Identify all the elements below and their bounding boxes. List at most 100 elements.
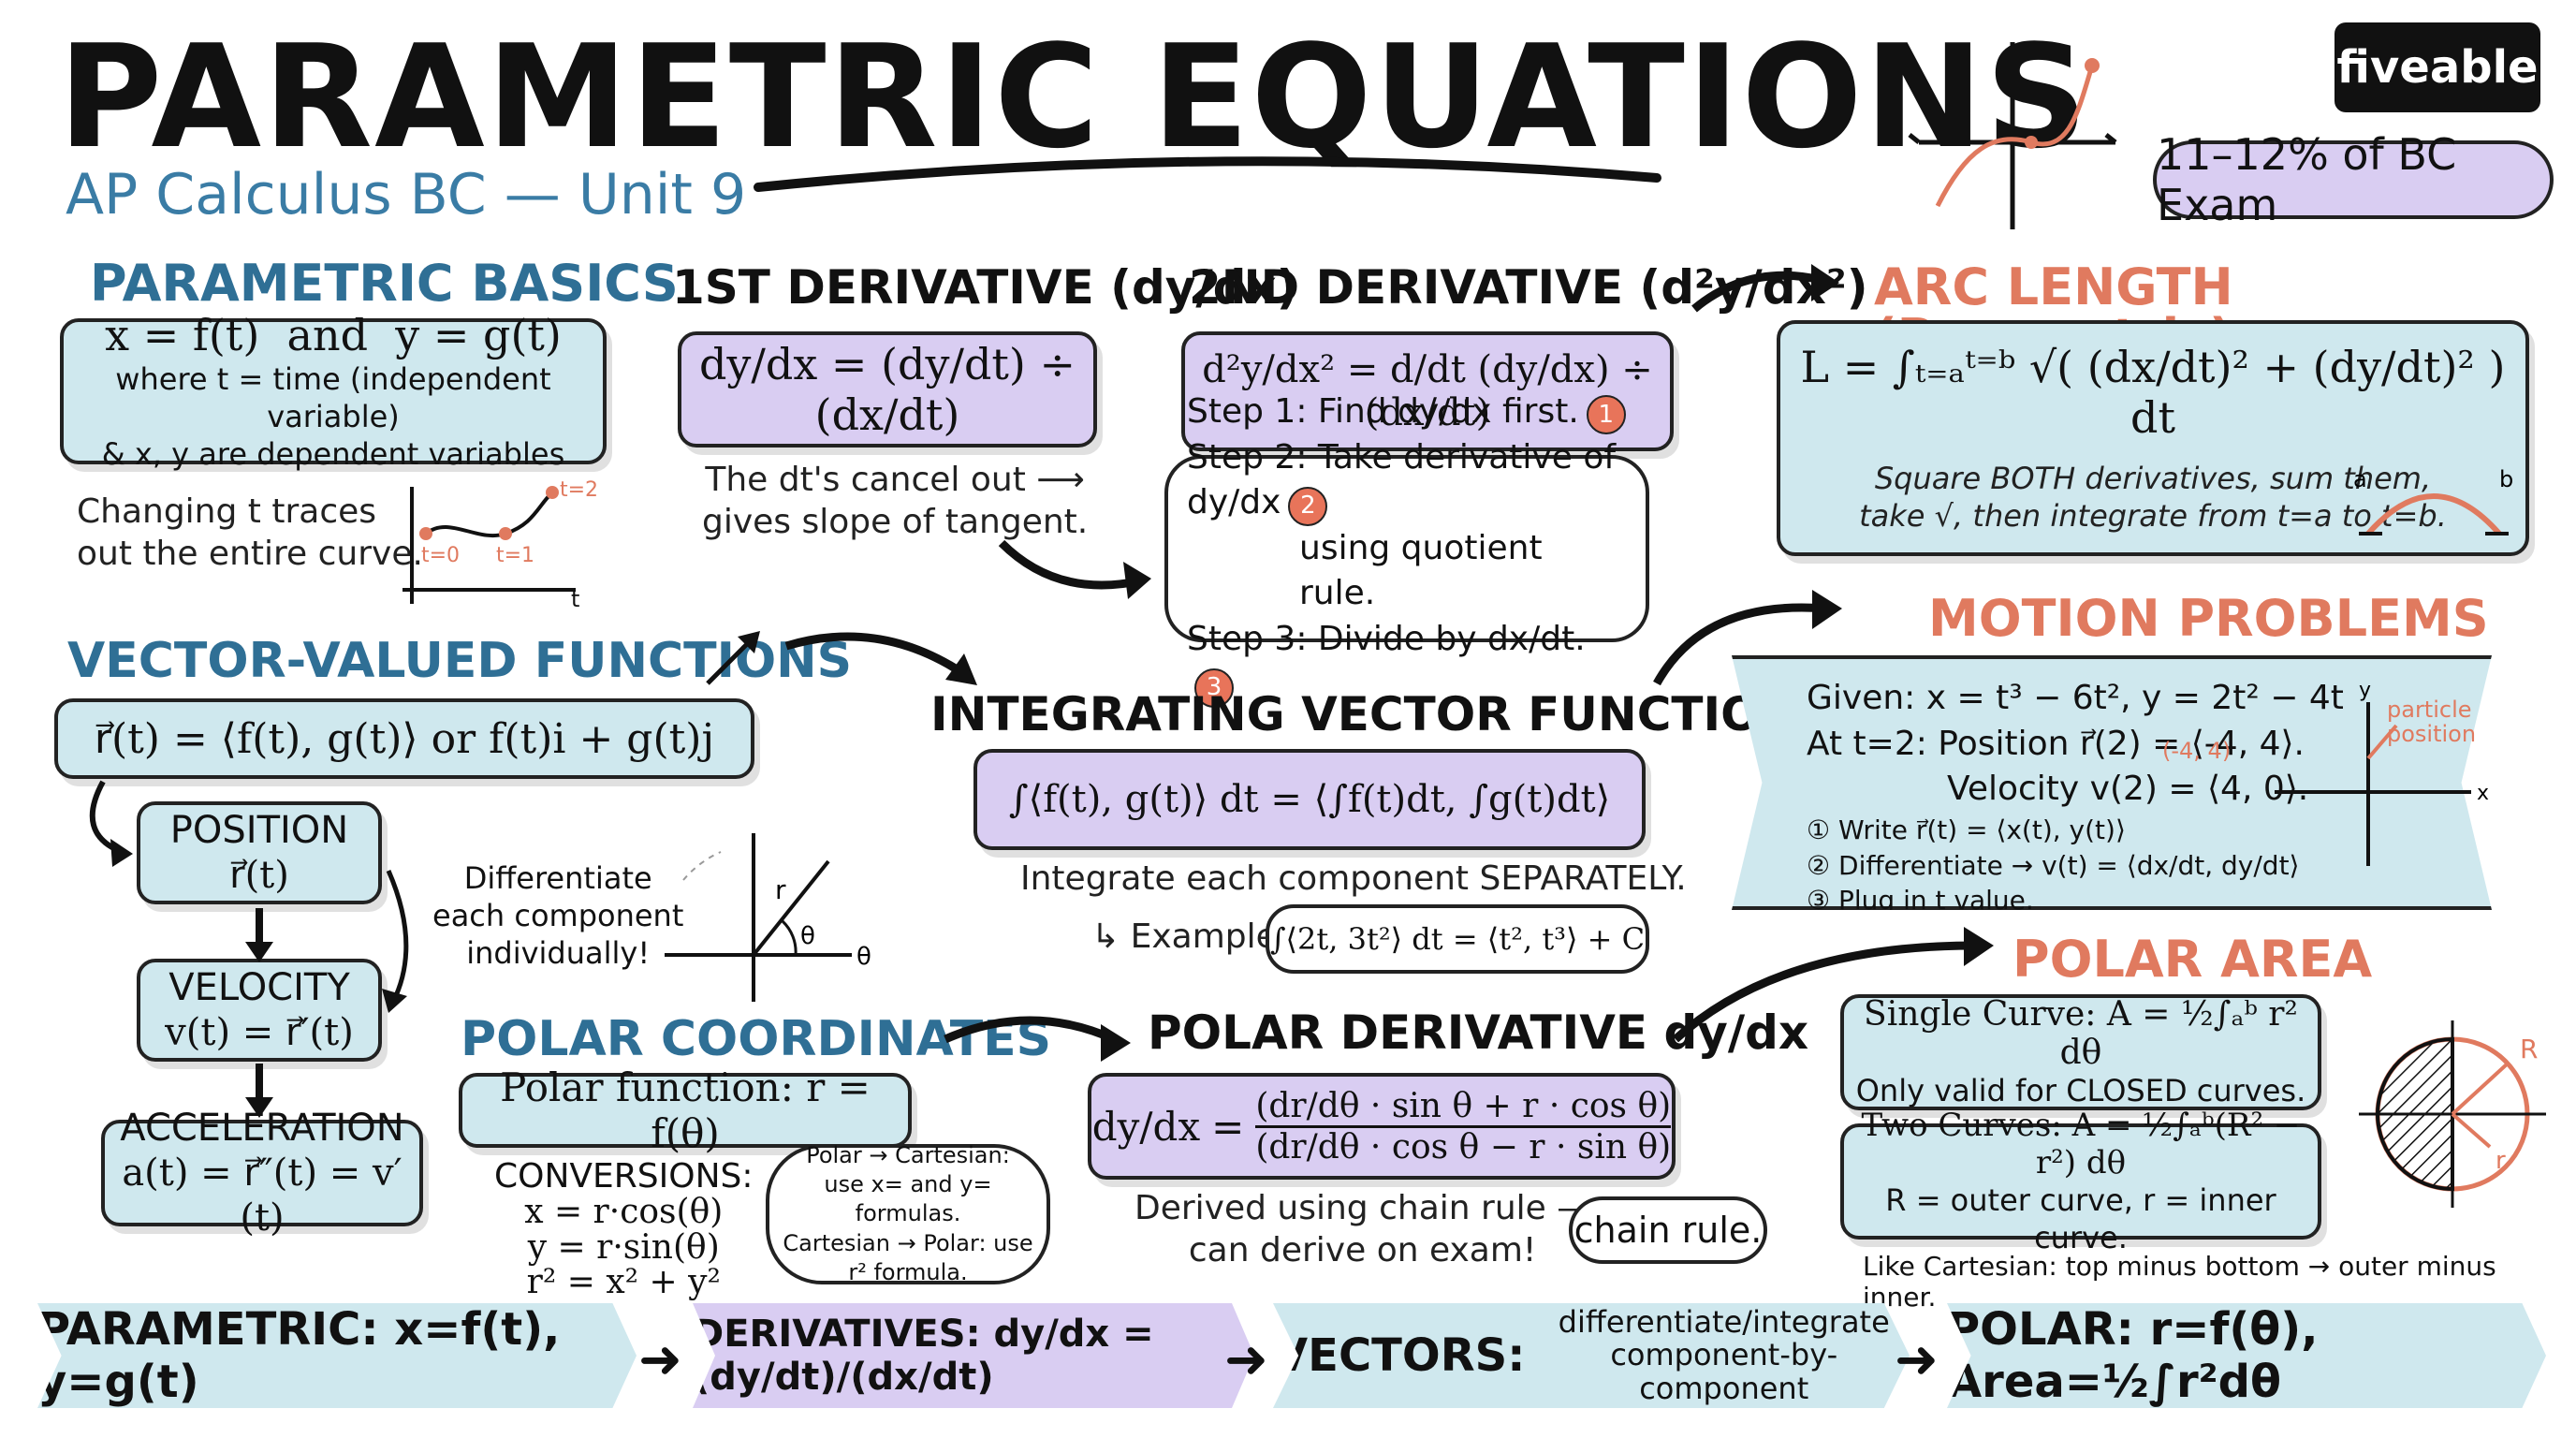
arc-label-a: a bbox=[2353, 466, 2367, 492]
polar-derivative-note: Derived using chain rule — can derive on… bbox=[1134, 1187, 1590, 1271]
step-2-text: Step 2: Take derivative of dy/dx bbox=[1187, 437, 1617, 522]
first-derivative-note: The dt's cancel out ⟶ gives slope of tan… bbox=[702, 459, 1088, 543]
acceleration-title: ACCELERATION bbox=[120, 1107, 404, 1150]
particle-point-label: (-4, 4) bbox=[2162, 738, 2231, 764]
polar-derivative-fraction: (dr/dθ · sin θ + r · cos θ) (dr/dθ · cos… bbox=[1255, 1087, 1672, 1167]
page-subtitle: AP Calculus BC — Unit 9 bbox=[66, 162, 747, 227]
summary-vectors-line1: differentiate/integrate bbox=[1558, 1304, 1890, 1341]
fiveable-logo: fiveable bbox=[2334, 22, 2540, 112]
motion-banner: Given: x = t³ − 6t², y = 2t² − 4t At t=2… bbox=[1732, 655, 2492, 910]
basics-box: x = f(t) and y = g(t) where t = time (in… bbox=[60, 310, 607, 472]
particle-label1: particle bbox=[2387, 697, 2472, 723]
acceleration-box: ACCELERATION a(t) = r⃗″(t) = v′(t) bbox=[101, 1107, 423, 1240]
basics-note-line1: Changing t traces bbox=[77, 492, 377, 531]
polar-conversion-bubble: Polar → Cartesian: use x= and y= formula… bbox=[766, 1142, 1050, 1285]
arrow-to-polar-area bbox=[1672, 927, 1994, 1043]
motion-x-axis: x bbox=[2477, 782, 2489, 805]
two-curves-box: Two Curves: A = ½∫ₐᵇ(R² − r²) dθ R = out… bbox=[1840, 1107, 2321, 1255]
step-3: Step 3: Divide by dx/dt.3 bbox=[1187, 617, 1627, 709]
exam-weight-badge: 11–12% of BC Exam bbox=[2153, 129, 2554, 230]
step-1: Step 1: Find dy/dx first.1 bbox=[1187, 389, 1627, 435]
arrow-to-arc-length bbox=[1691, 264, 1839, 313]
arc-length-box: L = ∫ₜ₌ₐᵗ⁼ᵇ √( (dx/dt)² + (dy/dt)² ) dt … bbox=[1777, 320, 2529, 556]
polar-derivative-denominator: (dr/dθ · cos θ − r · sin θ) bbox=[1255, 1127, 1672, 1167]
arrow-to-steps bbox=[998, 539, 1151, 599]
conversion-y: y = r·sin(θ) bbox=[527, 1227, 720, 1267]
motion-given: Given: x = t³ − 6t², y = 2t² − 4t bbox=[1807, 679, 2344, 717]
single-curve-formula: Single Curve: A = ½∫ₐᵇ r² dθ bbox=[1864, 995, 2298, 1072]
summary-polar: POLAR: r=f(θ), Area=½∫r²dθ bbox=[1947, 1303, 2546, 1408]
step-1-text: Step 1: Find dy/dx first. bbox=[1187, 391, 1579, 431]
summary-vectors-detail: differentiate/integrate component-by-com… bbox=[1538, 1306, 1910, 1405]
arrow-to-polar-derivative bbox=[944, 1016, 1131, 1062]
first-derivative-heading: 1ST DERIVATIVE (dy/dx) bbox=[672, 260, 1298, 315]
particle-label2: position bbox=[2387, 721, 2476, 747]
bubble-line4: r² formula. bbox=[848, 1258, 968, 1285]
first-derivative-note-line1: The dt's cancel out ⟶ bbox=[705, 461, 1085, 499]
first-derivative-box: dy/dx = (dy/dt) ÷ (dx/dt) bbox=[678, 331, 1097, 448]
position-formula: r⃗(t) bbox=[229, 854, 289, 897]
bubble-line2: use x= and y= formulas. bbox=[824, 1171, 992, 1227]
differentiate-line2: each component bbox=[432, 898, 684, 933]
conversion-r: r² = x² + y² bbox=[526, 1263, 721, 1302]
summary-parametric: PARAMETRIC: x=f(t), y=g(t) bbox=[37, 1303, 637, 1408]
polar-derivative-note2: can derive on exam! bbox=[1188, 1231, 1537, 1269]
integrating-box: ∫⟨f(t), g(t)⟩ dt = ⟨∫f(t)dt, ∫g(t)dt⟩ bbox=[973, 749, 1646, 850]
motion-velocity: Velocity v(2) = ⟨4, 0⟩. bbox=[1947, 770, 2309, 809]
graph-label-t2: t=2 bbox=[560, 478, 598, 502]
bubble-line1: Polar → Cartesian: bbox=[806, 1142, 1010, 1169]
first-derivative-note-line2: gives slope of tangent. bbox=[702, 503, 1089, 541]
velocity-box: VELOCITY v(t) = r⃗′(t) bbox=[137, 959, 382, 1062]
polar-function: Polar function: r = f(θ) bbox=[500, 1064, 871, 1156]
polar-area-diagram: R r bbox=[2359, 1020, 2546, 1208]
page-title: PARAMETRIC EQUATIONS bbox=[58, 14, 2090, 180]
acceleration-formula: a(t) = r⃗″(t) = v′(t) bbox=[122, 1152, 402, 1240]
second-derivative-heading: 2ND DERIVATIVE (d²y/dx²) bbox=[1189, 260, 1868, 315]
motion-step2: ② Differentiate → v(t) = ⟨dx/dt, dy/dt⟩ bbox=[1807, 849, 2300, 881]
polar-area-heading: POLAR AREA bbox=[2012, 930, 2373, 989]
polar-angle-diagram: r θ θ bbox=[665, 833, 871, 1002]
arc-label-b: b bbox=[2499, 466, 2513, 492]
basics-note: Changing t traces out the entire curve. bbox=[77, 491, 423, 575]
step-2-number: 2 bbox=[1288, 486, 1328, 526]
position-box: POSITION r⃗(t) bbox=[137, 801, 382, 904]
polar-area-note: Like Cartesian: top minus bottom → outer… bbox=[1863, 1251, 2496, 1313]
vector-formula-box: r⃗(t) = ⟨f(t), g(t)⟩ or f(t)i + g(t)j bbox=[54, 698, 754, 779]
polar-conversions: CONVERSIONS: x = r·cos(θ) y = r·sin(θ) r… bbox=[494, 1159, 754, 1300]
integrating-note: Integrate each component SEPARATELY. bbox=[1020, 859, 1687, 898]
integrating-formula: ∫⟨f(t), g(t)⟩ dt = ⟨∫f(t)dt, ∫g(t)dt⟩ bbox=[1008, 778, 1611, 821]
arc-length-formula: L = ∫ₜ₌ₐᵗ⁼ᵇ √( (dx/dt)² + (dy/dt)² ) dt bbox=[1800, 342, 2506, 443]
motion-step3: ③ Plug in t value. bbox=[1807, 885, 2034, 917]
polar-area-r: r bbox=[2496, 1147, 2506, 1175]
bubble-line3: Cartesian → Polar: use bbox=[783, 1229, 1033, 1256]
polar-derivative-box: dy/dx = (dr/dθ · sin θ + r · cos θ) (dr/… bbox=[1088, 1073, 1676, 1180]
summary-vectors: VECTORS: differentiate/integrate compone… bbox=[1273, 1303, 1910, 1408]
chain-rule-bubble: chain rule. bbox=[1569, 1196, 1767, 1264]
velocity-title: VELOCITY bbox=[168, 966, 350, 1009]
single-curve-note: Only valid for CLOSED curves. bbox=[1855, 1073, 2306, 1108]
summary-derivatives: DERIVATIVES: dy/dx = (dy/dt)/(dx/dt) bbox=[693, 1303, 1254, 1408]
basics-line1: where t = time (independent variable) bbox=[115, 361, 551, 434]
second-derivative-steps-bubble: Step 1: Find dy/dx first.1 Step 2: Take … bbox=[1164, 392, 1649, 709]
basics-note-line2: out the entire curve. bbox=[77, 535, 423, 573]
polar-derivative-lhs: dy/dx bbox=[1091, 1103, 1201, 1150]
polar-theta-label: θ bbox=[800, 922, 815, 950]
polar-derivative-note1: Derived using chain rule — bbox=[1134, 1189, 1591, 1227]
summary-arrow-1: ➜ bbox=[638, 1329, 682, 1390]
graph-label-t1: t=1 bbox=[496, 544, 534, 567]
polar-r-label: r bbox=[775, 874, 786, 905]
step-1-number: 1 bbox=[1586, 395, 1626, 435]
differentiate-line3: individually! bbox=[466, 935, 651, 971]
single-curve-box: Single Curve: A = ½∫ₐᵇ r² dθ Only valid … bbox=[1840, 994, 2321, 1110]
title-underline bbox=[754, 156, 1661, 192]
summary-arrow-3: ➜ bbox=[1895, 1329, 1939, 1390]
polar-area-R: R bbox=[2520, 1034, 2538, 1064]
motion-at: At t=2: Position r⃗(2) = ⟨-4, 4⟩. bbox=[1807, 724, 2305, 763]
motion-y-axis: y bbox=[2359, 679, 2371, 702]
step-3-text: Step 3: Divide by dx/dt. bbox=[1187, 619, 1586, 658]
polar-derivative-numerator: (dr/dθ · sin θ + r · cos θ) bbox=[1255, 1087, 1672, 1128]
summary-vectors-line2: component-by-component bbox=[1610, 1337, 1838, 1406]
graph-label-t-axis: t bbox=[571, 586, 579, 612]
motion-particle-graph: (-4, 4) particle position y x bbox=[2162, 679, 2489, 866]
